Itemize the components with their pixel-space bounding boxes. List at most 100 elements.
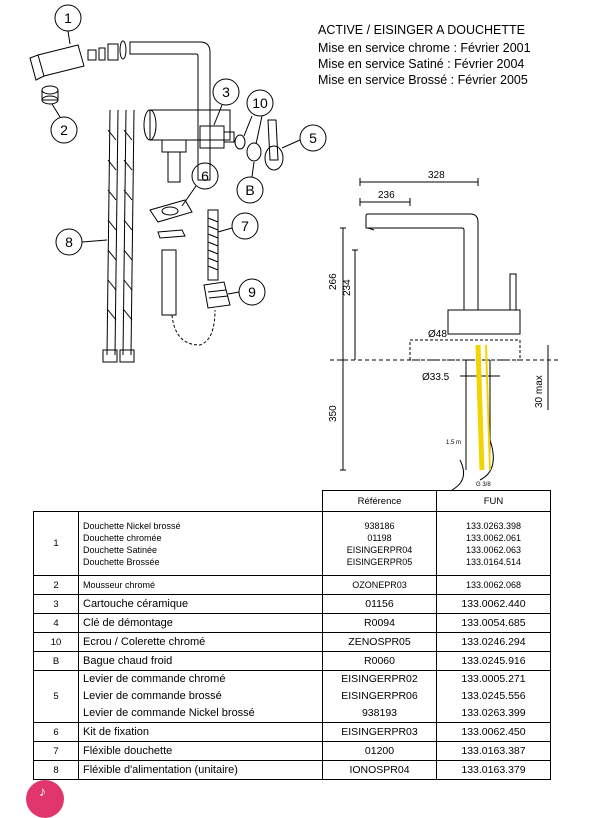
- fun-code-line: 133.0062.450: [461, 726, 526, 738]
- reference-line: OZONEPR03: [352, 580, 407, 590]
- cell-item-number: 4: [33, 613, 79, 633]
- cell-designation: Mousseur chromé: [78, 575, 323, 595]
- designation-line: Douchette Brossée: [83, 556, 160, 567]
- shower-hose-part: [207, 209, 219, 281]
- document-title: ACTIVE / EISINGER A DOUCHETTE: [318, 23, 525, 37]
- reference-line: 938193: [361, 707, 398, 719]
- reference-line: R0094: [364, 617, 395, 629]
- cell-reference: R0060: [322, 651, 437, 671]
- fun-code-line: 133.0054.685: [461, 617, 526, 629]
- reference-line: 01200: [364, 745, 395, 757]
- cell-item-number: 10: [33, 632, 79, 652]
- cell-reference: 01156: [322, 594, 437, 614]
- reference-line: EISINGERPR04: [346, 544, 413, 555]
- callout-1: 1: [64, 10, 72, 26]
- callout-10: 10: [252, 95, 268, 111]
- designation-line: Fléxible d'alimentation (unitaire): [83, 764, 238, 776]
- callout-8: 8: [65, 234, 73, 250]
- cell-designation: Kit de fixation: [78, 722, 323, 742]
- reference-line: EISINGERPR02: [341, 673, 418, 685]
- cell-item-number: 3: [33, 594, 79, 614]
- reference-line: R0060: [364, 655, 395, 667]
- cell-designation: Bague chaud froid: [78, 651, 323, 671]
- designation-line: Levier de commande Nickel brossé: [83, 707, 255, 719]
- cell-item-number: B: [33, 651, 79, 671]
- cell-fun-code: 133.0163.387: [436, 741, 551, 761]
- hose-length-label: 1.5 m: [446, 440, 461, 446]
- aerator-part: [41, 85, 59, 105]
- cell-designation: Ecrou / Colerette chromé: [78, 632, 323, 652]
- cell-item-number: 8: [33, 760, 79, 780]
- cell-fun-code: 133.0163.379: [436, 760, 551, 780]
- cell-designation: Cartouche céramique: [78, 594, 323, 614]
- reference-line: IONOSPR04: [349, 764, 410, 776]
- callout-2: 2: [60, 122, 68, 138]
- brand-logo: ♪: [26, 780, 64, 818]
- faucet-body-part: [129, 41, 231, 183]
- designation-line: Ecrou / Colerette chromé: [83, 636, 206, 648]
- fun-code-line: 133.0005.271: [461, 673, 526, 685]
- dim-height-spout: 234: [342, 279, 353, 296]
- cell-reference: 01200: [322, 741, 437, 761]
- fun-code-line: 133.0245.556: [461, 690, 526, 702]
- dim-diameter-hole: Ø33.5: [422, 372, 450, 383]
- dim-max-thickness: 30 max: [534, 375, 545, 408]
- table-row: 10 Ecrou / Colerette chromé ZENOSPR05 133.0…: [33, 632, 551, 652]
- dim-spout-width: 236: [378, 190, 395, 201]
- cell-fun-code: 133.0246.294: [436, 632, 551, 652]
- thread-label: G 3/8: [476, 482, 491, 488]
- cell-reference: R0094: [322, 613, 437, 633]
- designation-line: Fléxible douchette: [83, 745, 173, 757]
- cell-item-number: 2: [33, 575, 79, 595]
- designation-line: Kit de fixation: [83, 726, 150, 738]
- lever-part: [264, 119, 284, 171]
- reference-line: EISINGERPR05: [346, 556, 413, 567]
- designation-line: Levier de commande chromé: [83, 673, 226, 685]
- designation-line: Clé de démontage: [83, 617, 173, 629]
- dimensioned-side-view: [330, 178, 560, 490]
- reference-line: ZENOSPR05: [348, 636, 411, 648]
- designation-line: Cartouche céramique: [83, 598, 189, 610]
- fun-code-line: 133.0062.440: [461, 598, 526, 610]
- callout-6: 6: [201, 168, 209, 184]
- designation-line: Levier de commande brossé: [83, 690, 222, 702]
- callout-3: 3: [222, 84, 230, 100]
- table-header-blank: [33, 490, 323, 512]
- cell-item-number: 5: [33, 670, 79, 723]
- table-row: 8 Fléxible d'alimentation (unitaire) IONOS…: [33, 760, 551, 780]
- cell-item-number: 1: [33, 511, 79, 576]
- fun-code-line: 133.0163.379: [461, 764, 526, 776]
- fun-code-line: 133.0163.387: [461, 745, 526, 757]
- cell-designation: Fléxible d'alimentation (unitaire): [78, 760, 323, 780]
- cell-item-number: 6: [33, 722, 79, 742]
- column-header-fun: FUN: [436, 490, 551, 512]
- supply-hoses-part: [102, 109, 135, 363]
- reference-line: 01156: [365, 598, 394, 610]
- cell-fun-code: 133.0062.450: [436, 722, 551, 742]
- service-date-satine: Mise en service Satiné : Février 2004: [318, 57, 525, 71]
- dim-diameter-base: Ø48: [428, 329, 447, 340]
- table-row: 4 Clé de démontage R0094 133.0054.685: [33, 613, 551, 633]
- reference-line: 01198: [367, 532, 392, 543]
- dim-height-total: 266: [328, 273, 339, 290]
- service-date-chrome: Mise en service chrome : Février 2001: [318, 41, 531, 55]
- callout-5: 5: [309, 130, 317, 146]
- reference-line: 938186: [364, 520, 395, 531]
- cell-fun-code: 133.0062.068: [436, 575, 551, 595]
- column-header-reference: Référence: [322, 490, 437, 512]
- cell-reference: ZENOSPR05: [322, 632, 437, 652]
- exploded-view-diagram: 1 2 3 10 5 B 6 7 8 9 328 236 266 234 Ø48…: [29, 4, 560, 490]
